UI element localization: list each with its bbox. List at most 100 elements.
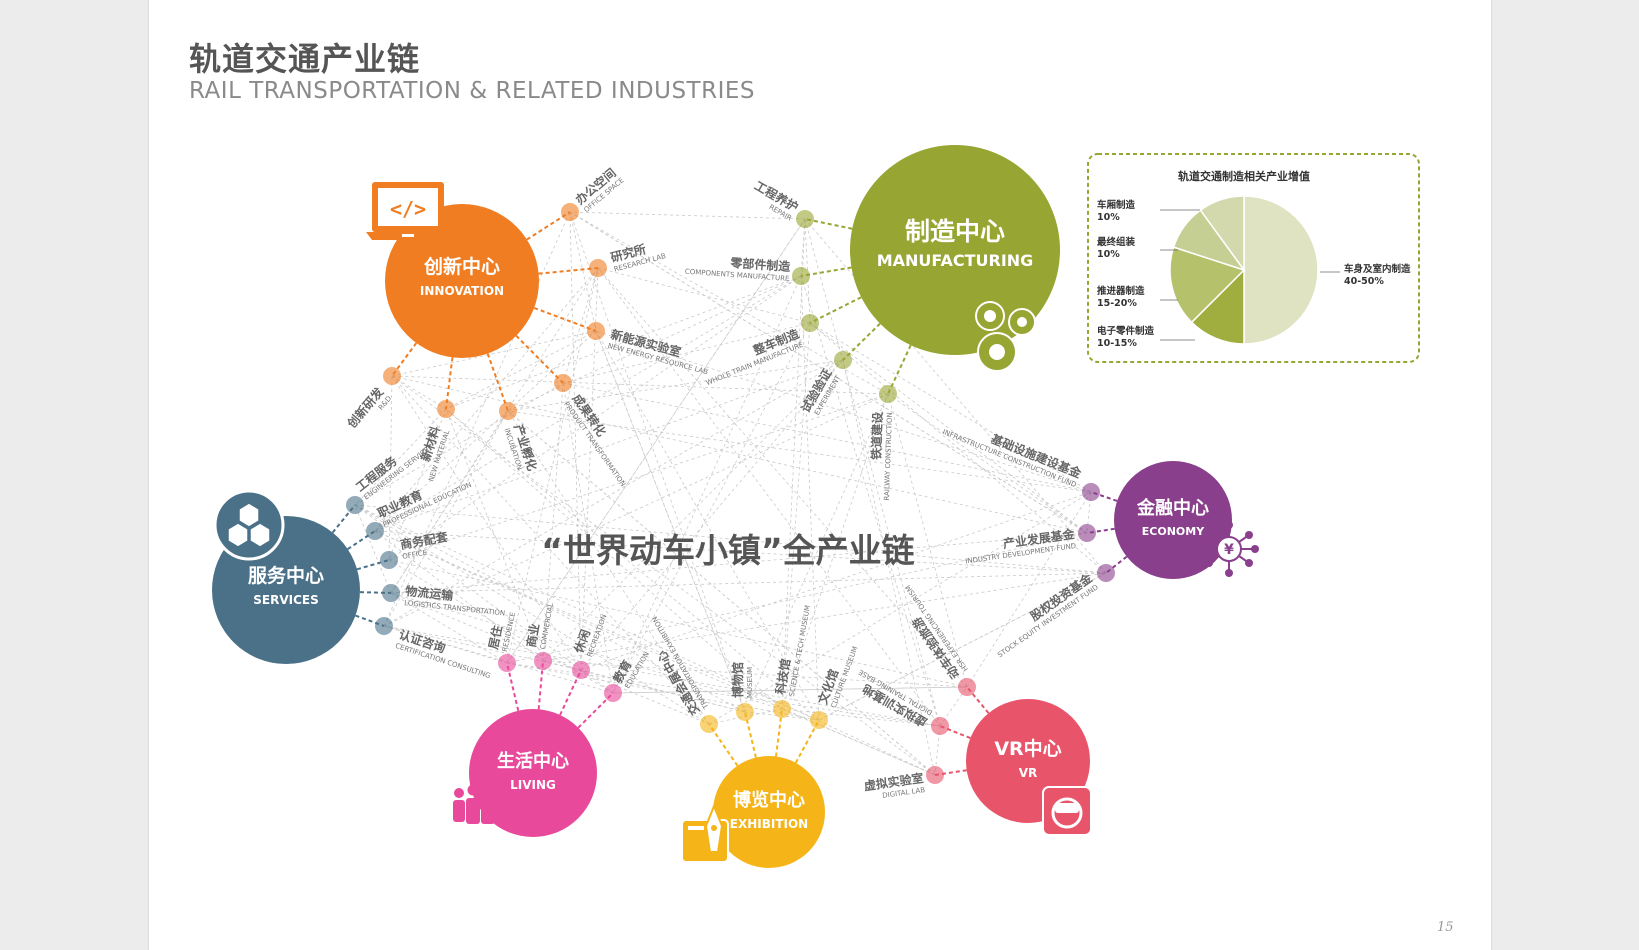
manufacturing-node-dot <box>796 210 814 228</box>
connection-line <box>569 211 582 671</box>
connection-line <box>388 275 802 561</box>
connection-line <box>569 211 597 332</box>
yen-network-icon: ¥ <box>1205 521 1259 577</box>
connection-line <box>612 686 968 694</box>
services-node-dot <box>346 496 364 514</box>
connection-line <box>507 410 1092 493</box>
connection-line <box>388 393 889 561</box>
connection-line <box>388 559 968 688</box>
innovation-node-dot <box>437 400 455 418</box>
connection-line <box>708 491 1092 725</box>
page-number: 15 <box>1437 920 1454 935</box>
connection-line <box>354 504 392 594</box>
laptop-code-icon: </> <box>366 182 450 240</box>
services-node-dot <box>375 617 393 635</box>
page-subtitle: RAIL TRANSPORTATION & RELATED INDUSTRIES <box>189 78 756 104</box>
connection-line <box>569 211 889 395</box>
exhibition-board-icon <box>681 803 729 863</box>
connection-line <box>580 267 599 671</box>
spoke-line <box>934 769 967 776</box>
connection-line <box>966 491 1092 688</box>
spoke-line <box>794 719 820 764</box>
spoke-line <box>537 660 544 710</box>
economy-node-dot <box>1078 524 1096 542</box>
connection-line <box>781 218 806 710</box>
innovation-node-dot <box>587 322 605 340</box>
pie-slice <box>1243 195 1319 345</box>
connection-line <box>800 275 941 727</box>
spoke-line <box>939 725 971 740</box>
center-title: “世界动车小镇”全产业链 <box>541 531 914 570</box>
connection-line <box>580 669 746 713</box>
gears-icon <box>975 301 1036 372</box>
hub-circle <box>713 756 825 868</box>
connection-line <box>542 359 844 662</box>
connection-line <box>391 375 710 725</box>
node-cn-label: 商业 <box>523 622 542 648</box>
node-cn-label: 居住 <box>485 624 505 651</box>
connection-line <box>744 393 889 713</box>
spoke-line <box>804 218 853 230</box>
connection-line <box>562 382 614 694</box>
connection-line <box>354 382 564 506</box>
living-node-dot <box>572 661 590 679</box>
node-cn-label: 物流运输 <box>405 583 455 603</box>
connection-line <box>597 267 941 727</box>
hub-en-label: INNOVATION <box>420 284 504 298</box>
exhibition-node-dot <box>773 700 791 718</box>
hub-cn-label: 创新中心 <box>423 255 500 278</box>
connection-line <box>580 491 1092 671</box>
hub-circle <box>1114 461 1232 579</box>
hub-en-label: VR <box>1019 766 1038 780</box>
pie-slice-range: 15-20% <box>1097 298 1137 309</box>
connection-line <box>383 625 941 727</box>
connection-line <box>391 375 582 671</box>
svg-text:</>: </> <box>390 197 426 221</box>
innovation-node-dot <box>561 203 579 221</box>
hub-cn-label: VR中心 <box>994 737 1061 760</box>
connection-line <box>383 393 889 627</box>
hub-en-label: SERVICES <box>253 593 318 607</box>
connection-line <box>391 375 1088 534</box>
innovation-node-dot <box>554 374 572 392</box>
connection-line <box>781 393 889 710</box>
connection-line <box>507 359 844 412</box>
spoke-line <box>506 662 520 711</box>
pie-slice <box>1169 246 1246 324</box>
connection-line <box>569 211 746 713</box>
manufacturing-node-dot <box>834 351 852 369</box>
living-node-dot <box>534 652 552 670</box>
connection-web <box>354 211 1107 776</box>
spoke-line <box>486 353 509 412</box>
connection-line <box>506 267 599 664</box>
connection-line <box>809 322 1092 493</box>
node-en-label: SCIENCE & TECH MUSEUM <box>788 605 812 698</box>
connection-line <box>612 686 968 694</box>
connection-line <box>388 408 447 561</box>
hub-circle <box>385 204 539 358</box>
innovation-node-dot <box>383 367 401 385</box>
pie-slice-range: 10% <box>1097 249 1120 260</box>
people-group-icon <box>453 784 508 824</box>
node-en-label: LOGISTICS TRANSPORTATION <box>404 599 506 618</box>
connection-line <box>542 660 968 688</box>
svg-text:¥: ¥ <box>1224 542 1234 558</box>
connection-line <box>506 218 806 664</box>
